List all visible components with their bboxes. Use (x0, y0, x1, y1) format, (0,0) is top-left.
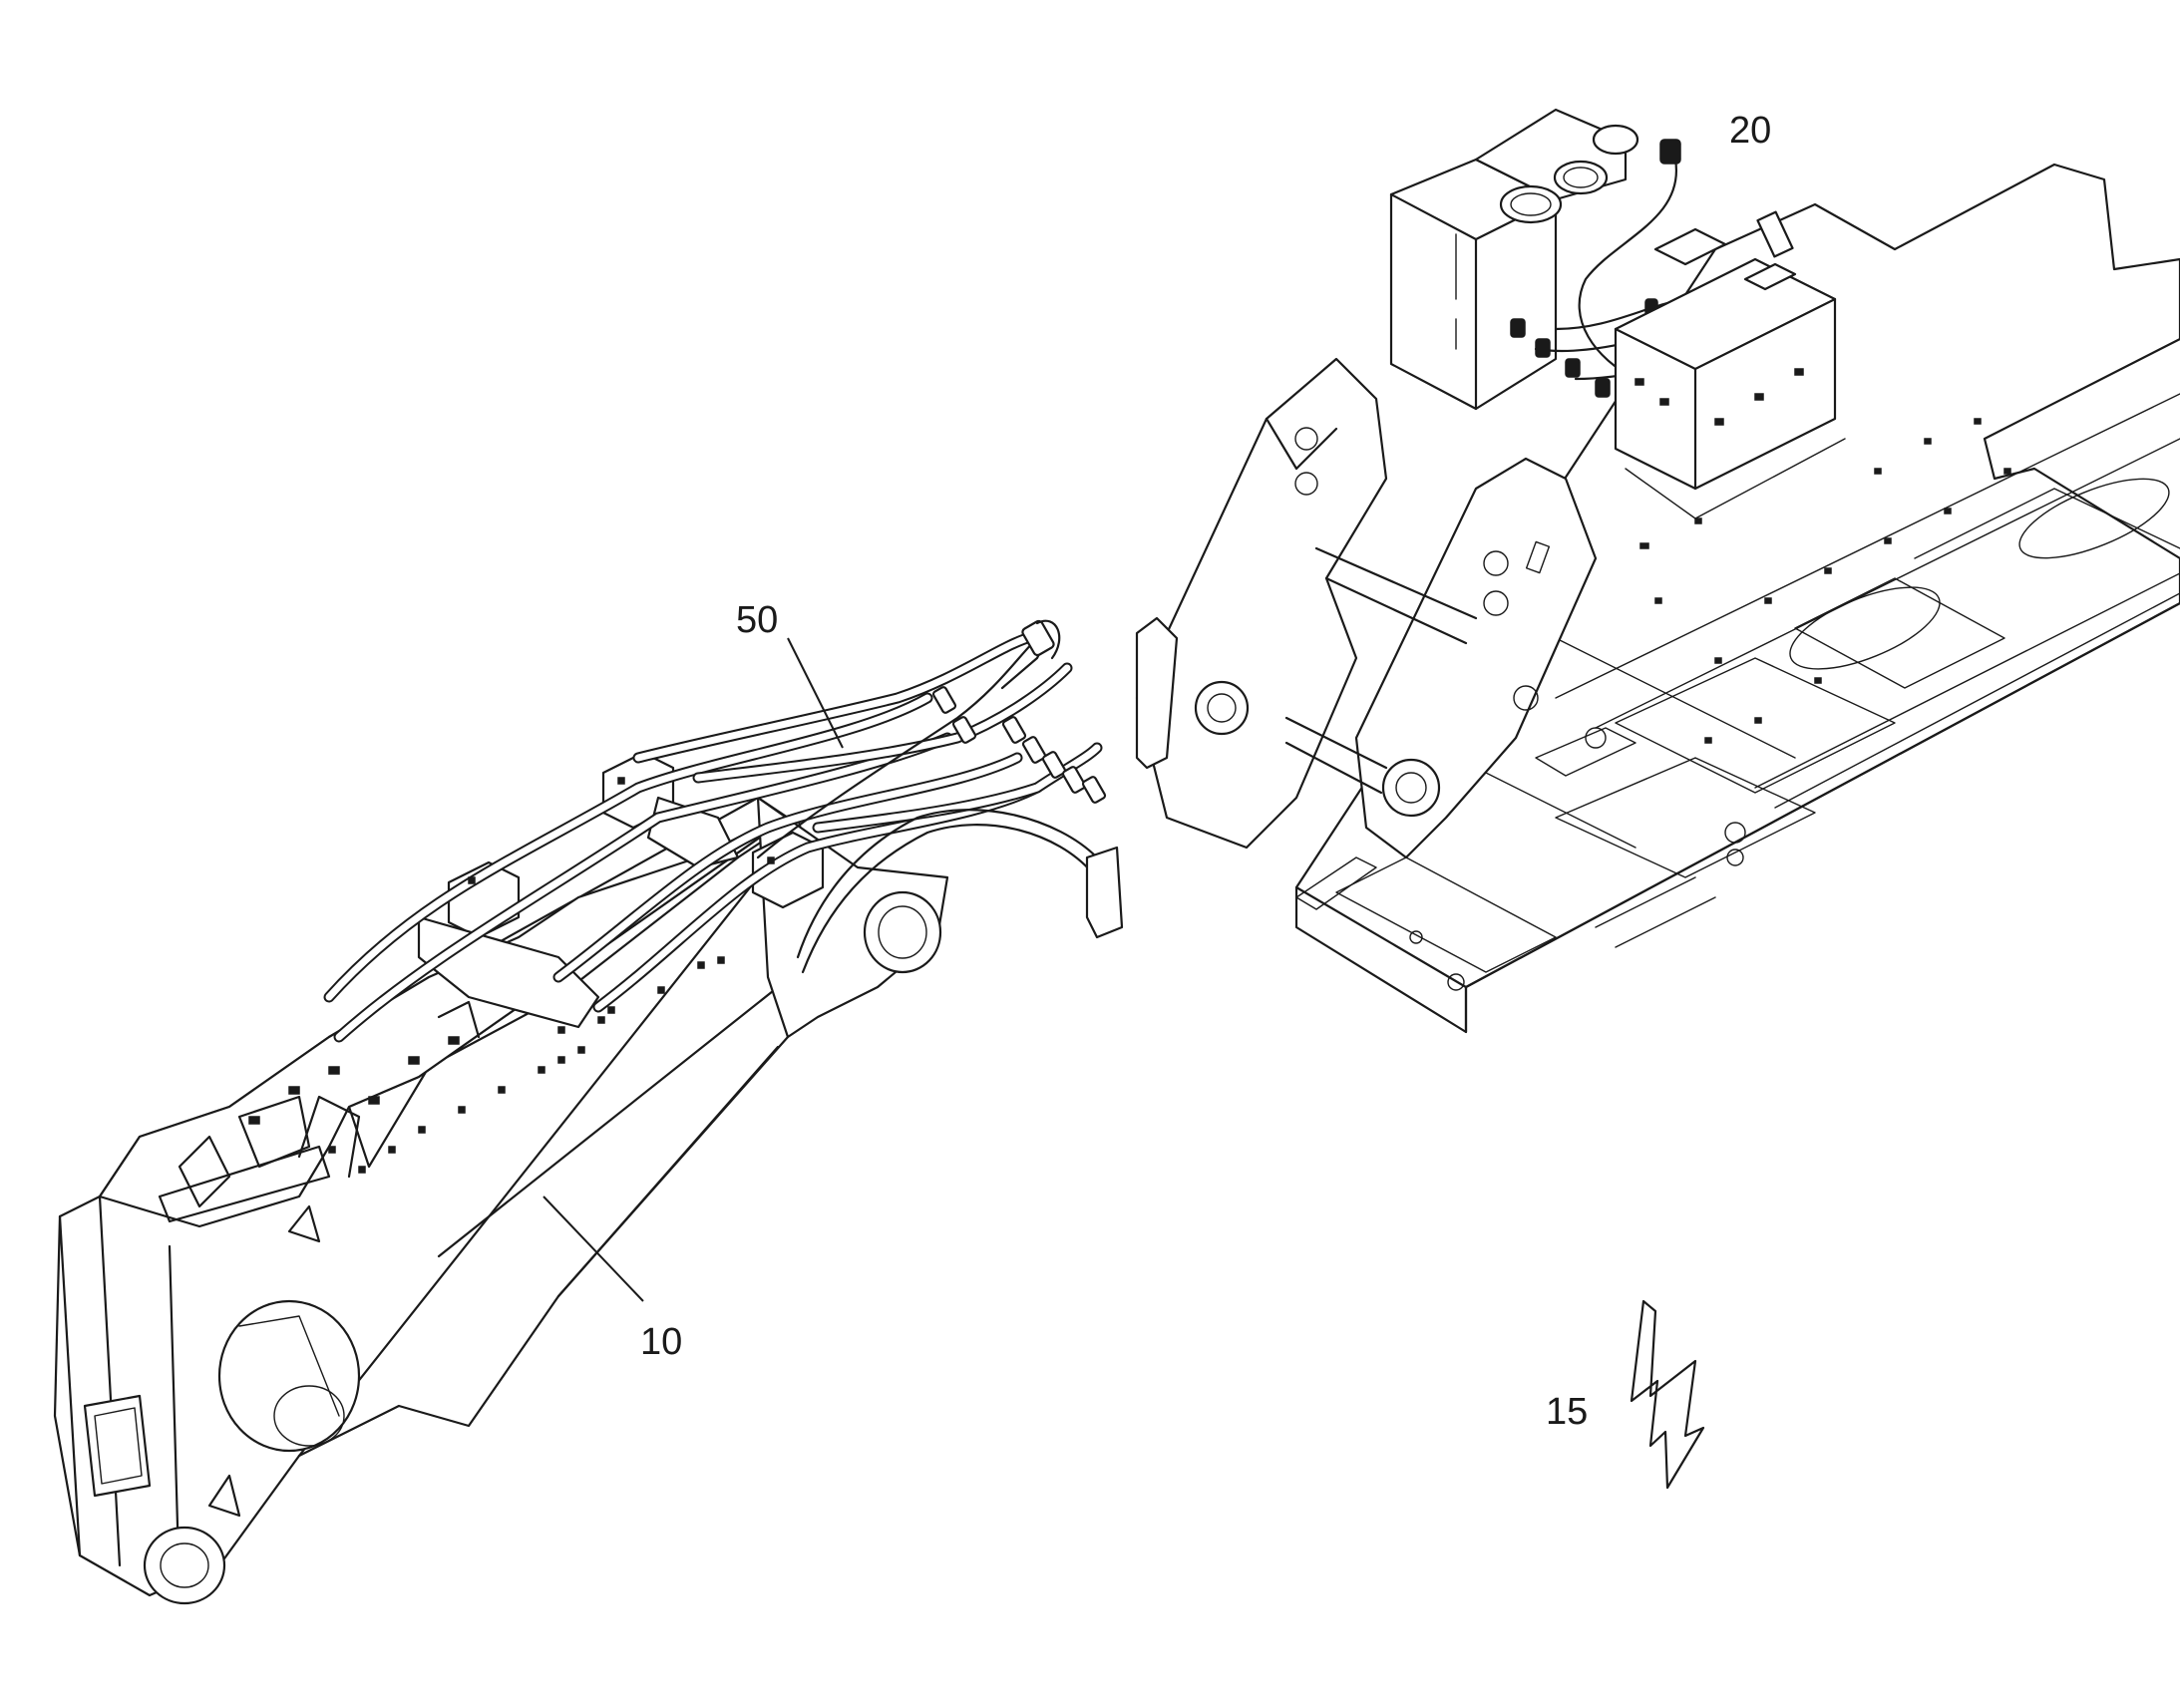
callout-20: 20 (1729, 110, 1771, 152)
callout-50: 50 (736, 599, 778, 641)
leader-line-10 (543, 1196, 644, 1302)
lightning-arrow-icon (1630, 1299, 1705, 1490)
upper-frame (1135, 163, 2180, 1034)
callout-10: 10 (640, 1321, 682, 1363)
hose-set (323, 619, 1124, 1043)
boom-assembly (53, 796, 949, 1605)
valve-block-assembly (1389, 108, 1846, 519)
callout-15: 15 (1546, 1391, 1588, 1433)
leader-line-50 (787, 637, 844, 749)
